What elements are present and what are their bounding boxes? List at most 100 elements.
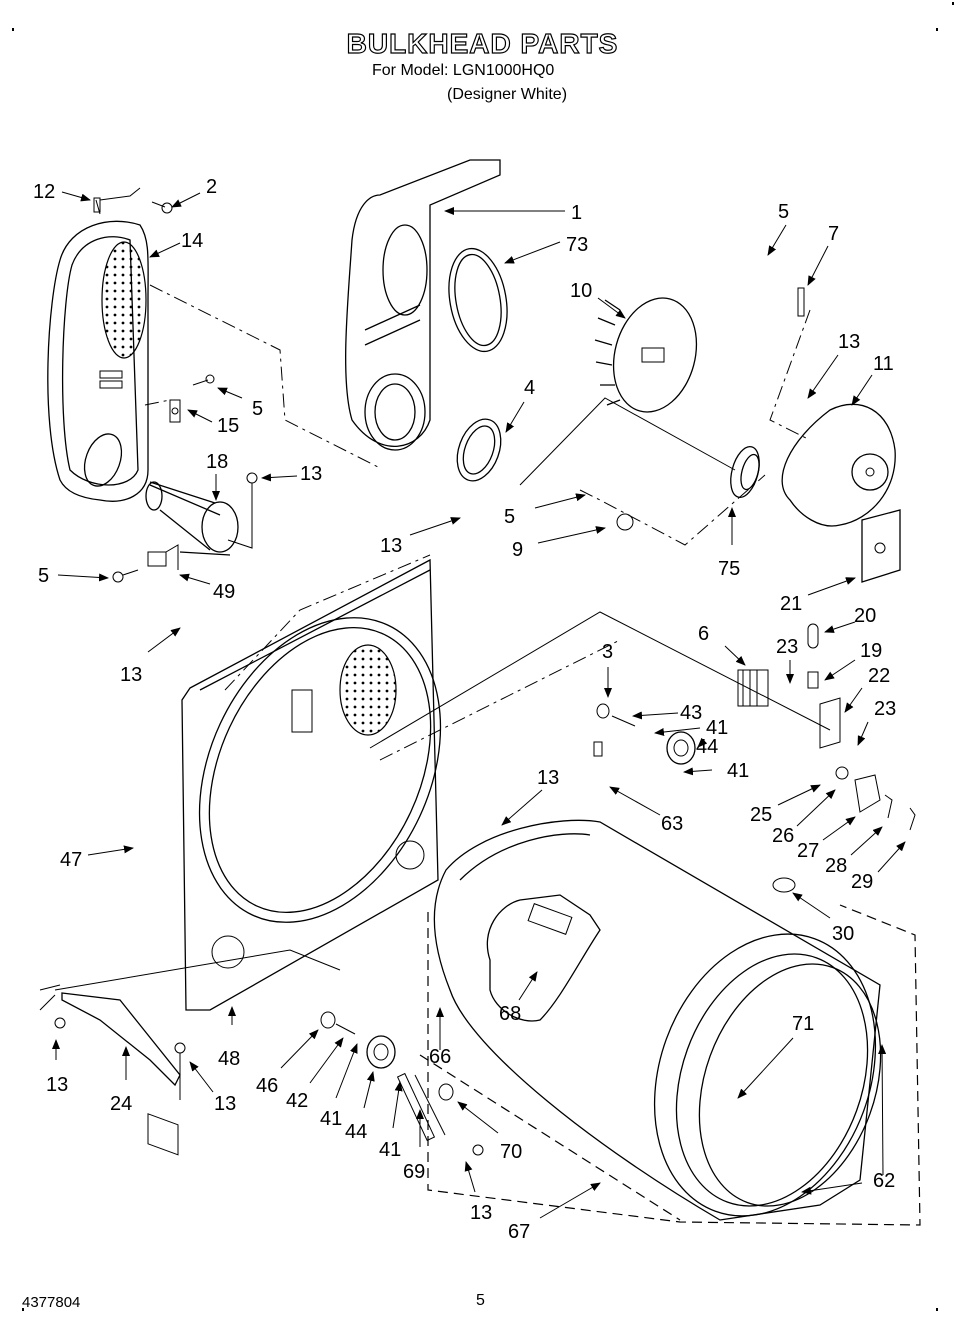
callout-41-c: 41 xyxy=(320,1108,342,1130)
corner-mark xyxy=(12,28,14,31)
callout-2: 2 xyxy=(206,176,217,198)
callout-49: 49 xyxy=(213,581,235,603)
callout-41-d: 41 xyxy=(379,1139,401,1161)
callout-68: 68 xyxy=(499,1003,521,1025)
callout-13-d: 13 xyxy=(380,535,402,557)
callout-47: 47 xyxy=(60,849,82,871)
baffle-68 xyxy=(486,894,601,1022)
terminal-block-6 xyxy=(737,669,769,707)
screw-5-lower-left xyxy=(112,569,139,583)
callout-75: 75 xyxy=(718,558,740,580)
glide-30 xyxy=(772,877,796,893)
label-21 xyxy=(861,509,901,583)
callout-67: 67 xyxy=(508,1221,530,1243)
callout-24: 24 xyxy=(110,1093,132,1115)
callout-46: 46 xyxy=(256,1075,278,1097)
callout-18: 18 xyxy=(206,451,228,473)
callout-42: 42 xyxy=(286,1090,308,1112)
screw-5-left xyxy=(192,374,215,386)
callout-28: 28 xyxy=(825,855,847,877)
callout-44-a: 44 xyxy=(696,736,718,758)
page-number: 5 xyxy=(476,1292,485,1309)
clip-7 xyxy=(797,287,805,317)
callout-41-a: 41 xyxy=(706,717,728,739)
callout-11: 11 xyxy=(873,353,894,375)
callout-5-c: 5 xyxy=(778,201,789,223)
callout-13-g: 13 xyxy=(214,1093,236,1115)
callout-41-b: 41 xyxy=(727,760,749,782)
callout-30: 30 xyxy=(832,923,854,945)
callout-29: 29 xyxy=(851,871,873,893)
callout-69: 69 xyxy=(403,1161,425,1183)
callout-labels: 12 2 14 5 15 18 13 5 49 13 1 73 10 4 5 7… xyxy=(33,176,896,1243)
callout-5-d: 5 xyxy=(504,506,515,528)
bulkhead-screen xyxy=(339,644,397,736)
callout-25: 25 xyxy=(750,804,772,826)
upper-roller-assembly xyxy=(596,703,696,765)
callout-15: 15 xyxy=(217,415,239,437)
screw-63 xyxy=(593,741,603,757)
screw-13-lower-left xyxy=(54,1017,66,1029)
callout-3: 3 xyxy=(602,641,613,663)
callout-13-c: 13 xyxy=(838,331,860,353)
callout-27: 27 xyxy=(797,840,819,862)
switch-27 xyxy=(854,774,881,813)
callout-13-f: 13 xyxy=(46,1074,68,1096)
callout-6: 6 xyxy=(698,623,709,645)
callout-10: 10 xyxy=(570,280,592,302)
corner-mark xyxy=(936,1308,938,1311)
bulb-20 xyxy=(807,623,819,649)
callout-4: 4 xyxy=(524,377,535,399)
leader-lines xyxy=(52,191,906,1219)
corner-mark xyxy=(22,1308,24,1311)
callout-70: 70 xyxy=(500,1141,522,1163)
color-designation: (Designer White) xyxy=(447,86,568,103)
thermostat-15 xyxy=(169,399,181,423)
lint-screen-14 xyxy=(101,241,147,359)
callout-12: 12 xyxy=(33,181,55,203)
callout-23-a: 23 xyxy=(776,636,798,658)
bulkhead-48 xyxy=(181,558,442,1011)
screw-13-heater xyxy=(227,472,258,549)
spring-29 xyxy=(909,807,916,831)
callout-13-h: 13 xyxy=(470,1202,492,1224)
callout-71: 71 xyxy=(792,1013,814,1035)
callout-48: 48 xyxy=(218,1048,240,1070)
corner-mark xyxy=(952,2,954,5)
corner-mark xyxy=(936,28,938,31)
bracket-49 xyxy=(147,544,179,570)
drum-67 xyxy=(433,819,882,1221)
callout-5-a: 5 xyxy=(252,398,263,420)
washer-26 xyxy=(835,766,849,780)
callout-14: 14 xyxy=(181,230,203,252)
callout-21: 21 xyxy=(780,593,802,615)
callout-44-b: 44 xyxy=(345,1121,367,1143)
callout-20: 20 xyxy=(854,605,876,627)
callout-43: 43 xyxy=(680,702,702,724)
wire-12 xyxy=(93,187,141,215)
callout-13-b: 13 xyxy=(120,664,142,686)
callout-19: 19 xyxy=(860,640,882,662)
heater-18 xyxy=(145,481,239,556)
callout-62: 62 xyxy=(873,1170,895,1192)
bracket-22 xyxy=(819,697,841,749)
callout-13-a: 13 xyxy=(300,463,322,485)
bracket-24 xyxy=(61,992,181,1156)
blower-housing-11 xyxy=(781,403,896,527)
screw-13-bracket xyxy=(174,1042,186,1100)
callout-66: 66 xyxy=(429,1046,451,1068)
blower-wheel-10 xyxy=(594,297,698,413)
model-number: For Model: LGN1000HQ0 xyxy=(372,62,555,79)
callout-5-b: 5 xyxy=(38,565,49,587)
actuator-28 xyxy=(884,794,893,819)
callout-73: 73 xyxy=(566,234,588,256)
seal-73 xyxy=(448,247,508,353)
callout-13-e: 13 xyxy=(537,767,559,789)
lower-roller-assembly xyxy=(320,1011,484,1156)
callout-63: 63 xyxy=(661,813,683,835)
callout-7: 7 xyxy=(828,223,839,245)
lamp-socket-19 xyxy=(807,671,819,689)
callout-22: 22 xyxy=(868,665,890,687)
callout-1: 1 xyxy=(571,202,582,224)
